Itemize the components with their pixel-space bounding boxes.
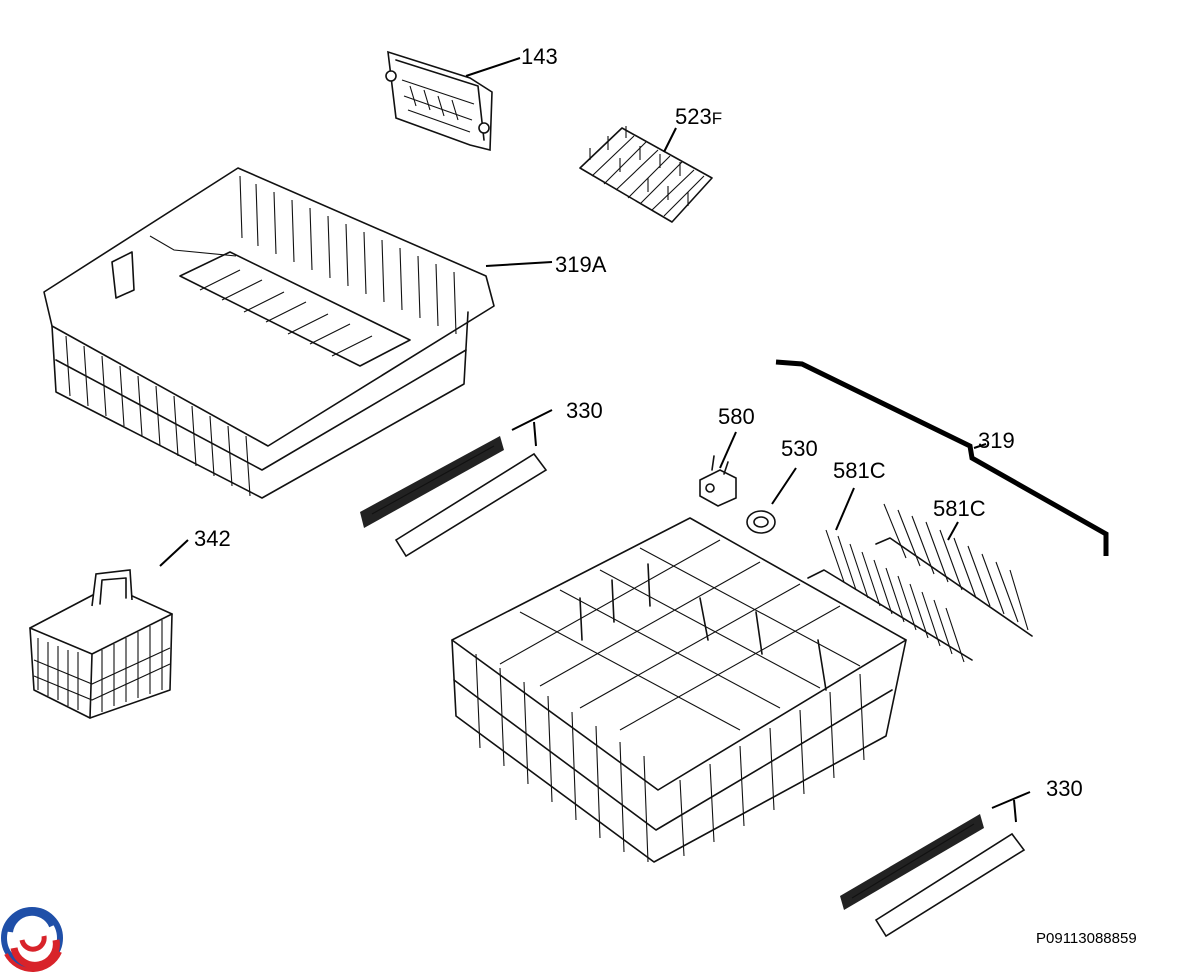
part-143-bracket bbox=[385, 50, 493, 152]
label-530: 530 bbox=[781, 436, 818, 461]
label-330-lower: 330 bbox=[1046, 776, 1083, 801]
part-330-lower-rail bbox=[840, 814, 1026, 938]
drawing-code: P09113088859 bbox=[1036, 930, 1137, 947]
part-319-strip bbox=[775, 359, 1109, 556]
label-143: 143 bbox=[521, 44, 558, 69]
part-581C-left-tines bbox=[807, 529, 973, 663]
part-530-wheel bbox=[746, 510, 776, 534]
leader-lines bbox=[159, 57, 1031, 823]
part-581C-right-tines bbox=[875, 503, 1033, 637]
part-342-cutlery-basket bbox=[29, 569, 173, 719]
label-319A: 319A bbox=[555, 252, 607, 277]
label-581C-left: 581C bbox=[833, 458, 886, 483]
brand-logo bbox=[1, 907, 63, 972]
label-581C-right: 581C bbox=[933, 496, 986, 521]
part-319A-upper-basket bbox=[43, 167, 495, 499]
part-330-upper-rail bbox=[360, 436, 548, 558]
label-330-upper: 330 bbox=[566, 398, 603, 423]
part-523F-insert bbox=[579, 126, 713, 223]
lower-basket bbox=[451, 517, 907, 863]
label-580: 580 bbox=[718, 404, 755, 429]
part-580-clip bbox=[699, 455, 737, 507]
label-319: 319 bbox=[978, 428, 1015, 453]
part-labels: 143 523F 319A 330 580 530 581C 319 581C … bbox=[194, 44, 1083, 801]
label-342: 342 bbox=[194, 526, 231, 551]
label-523F: 523F bbox=[675, 104, 722, 129]
